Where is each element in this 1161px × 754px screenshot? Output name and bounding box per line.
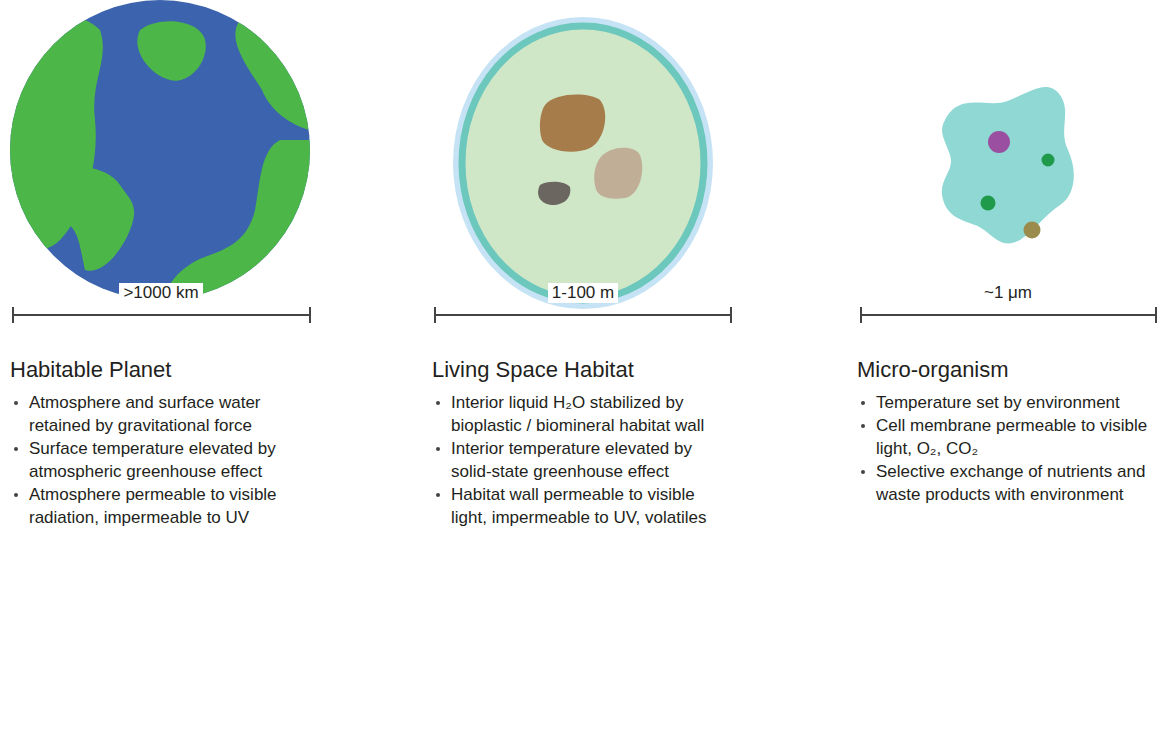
bullet-item: Habitat wall permeable to visible light,… [432, 483, 732, 529]
text-column: Micro-organismTemperature set by environ… [857, 357, 1155, 506]
bullet-item: Atmosphere permeable to visible radiatio… [10, 483, 308, 529]
bullet-text: Atmosphere permeable to visible radiatio… [29, 483, 308, 529]
text-column: Living Space HabitatInterior liquid H₂O … [432, 357, 732, 529]
bullet-item: Temperature set by environment [857, 391, 1155, 414]
column-title: Micro-organism [857, 357, 1155, 383]
scale-bars [13, 307, 1156, 323]
bullet-dot [436, 493, 440, 497]
bullet-item: Interior temperature elevated by solid-s… [432, 437, 732, 483]
bullet-dot [14, 493, 18, 497]
bullet-dot [861, 401, 865, 405]
bullet-text: Surface temperature elevated by atmosphe… [29, 437, 308, 483]
bullet-dot [861, 424, 865, 428]
bullet-item: Interior liquid H₂O stabilized by biopla… [432, 391, 732, 437]
column-title: Living Space Habitat [432, 357, 732, 383]
bullet-dot [14, 401, 18, 405]
bullet-dot [436, 401, 440, 405]
bullet-text: Cell membrane permeable to visible light… [876, 414, 1155, 460]
bullet-item: Selective exchange of nutrients and wast… [857, 460, 1155, 506]
scale-label: >1000 km [119, 283, 202, 303]
bullet-text: Atmosphere and surface water retained by… [29, 391, 308, 437]
scale-label: 1-100 m [548, 283, 618, 303]
scale-label: ~1 μm [980, 283, 1036, 303]
bullet-item: Cell membrane permeable to visible light… [857, 414, 1155, 460]
bullet-dot [14, 447, 18, 451]
bullet-text: Temperature set by environment [876, 391, 1120, 414]
text-column: Habitable PlanetAtmosphere and surface w… [10, 357, 308, 529]
bullet-text: Habitat wall permeable to visible light,… [451, 483, 732, 529]
bullet-text: Selective exchange of nutrients and wast… [876, 460, 1155, 506]
bullet-item: Surface temperature elevated by atmosphe… [10, 437, 308, 483]
habitat-illustration [453, 17, 713, 309]
bullet-dot [861, 470, 865, 474]
planet-illustration [0, 0, 310, 310]
bullet-text: Interior temperature elevated by solid-s… [451, 437, 732, 483]
bullet-dot [436, 447, 440, 451]
column-title: Habitable Planet [10, 357, 308, 383]
bullet-item: Atmosphere and surface water retained by… [10, 391, 308, 437]
microorganism-illustration [942, 87, 1074, 244]
bullet-text: Interior liquid H₂O stabilized by biopla… [451, 391, 732, 437]
